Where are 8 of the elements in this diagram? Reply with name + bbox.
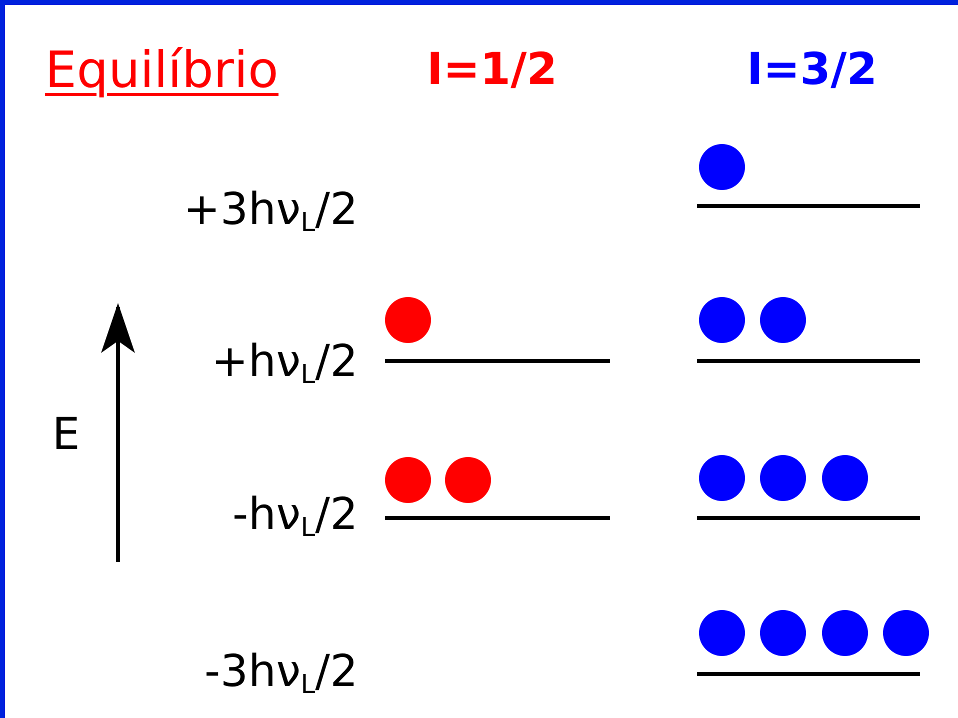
energy-label: -hν$_{L}$/2 [232,493,358,537]
energy-label: +hν$_{L}$/2 [211,340,358,384]
spin-label: I=3/2 [746,48,878,92]
energy-label: -3hν$_{L}$/2 [204,650,358,694]
energy-label: +3hν$_{L}$/2 [183,188,358,232]
spin-label: I=1/2 [426,48,558,92]
title: Equilíbrio [45,45,278,95]
axis-label: E [52,413,80,457]
